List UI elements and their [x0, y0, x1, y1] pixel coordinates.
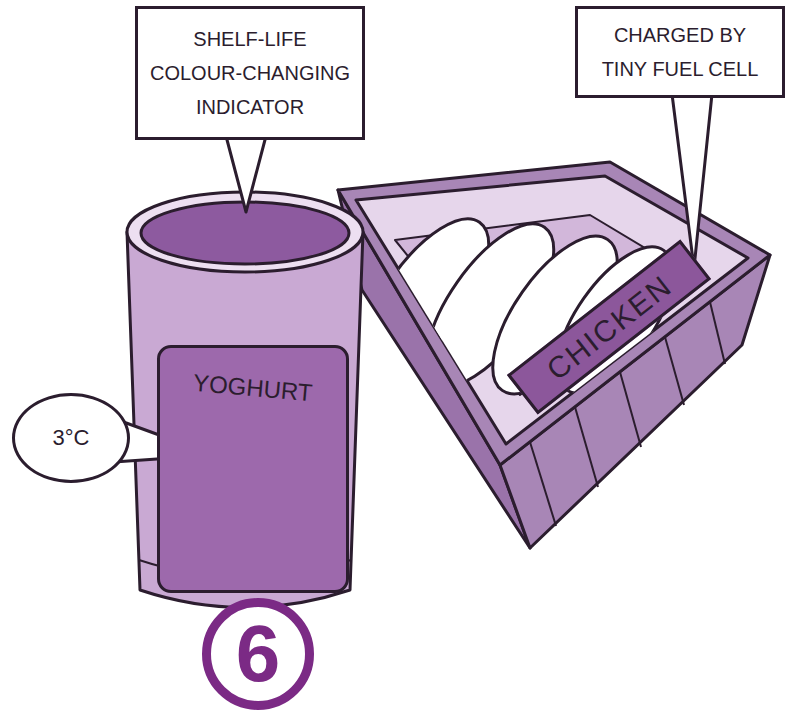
label-text: CHARGED BY TINY FUEL CELL — [594, 18, 766, 86]
label-text: SHELF-LIFE COLOUR-CHANGING INDICATOR — [150, 22, 350, 124]
product-label: CHICKEN — [507, 240, 711, 415]
label-text: YOGHURT — [192, 369, 314, 408]
label-text: 3°C — [53, 425, 90, 451]
product-label: YOGHURT — [157, 345, 349, 593]
cup-body — [127, 232, 363, 608]
label-text: CHICKEN — [540, 268, 678, 386]
chicken-tray — [338, 162, 770, 548]
callout-number-text: 6 — [236, 614, 281, 694]
callout-tail — [226, 136, 266, 212]
callout-number: 6 — [202, 598, 314, 710]
yoghurt-cup — [127, 192, 363, 608]
callout-box: SHELF-LIFE COLOUR-CHANGING INDICATOR — [135, 6, 365, 140]
tray-rim — [338, 162, 770, 465]
callout-box: CHARGED BY TINY FUEL CELL — [575, 6, 785, 98]
temperature-bubble: 3°C — [12, 393, 130, 483]
